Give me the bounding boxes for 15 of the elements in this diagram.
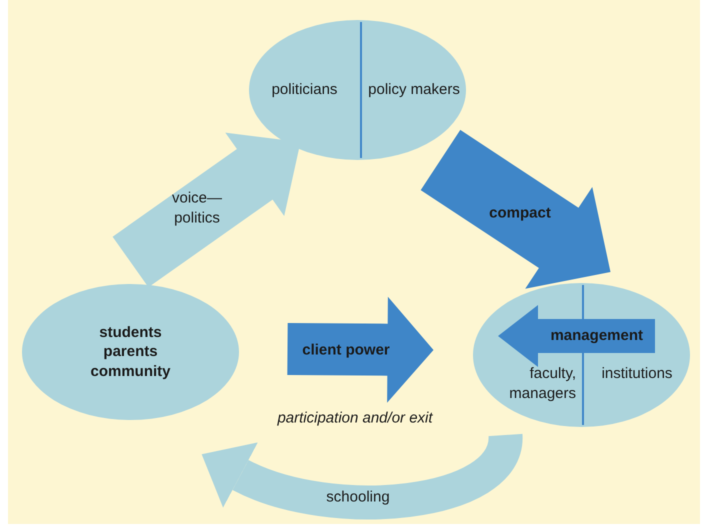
node-label: policy makers xyxy=(368,80,460,100)
edge-label: voice—politics xyxy=(170,188,224,228)
node-label: faculty, managers xyxy=(508,364,576,403)
caption-text: participation and/or exit xyxy=(277,410,433,426)
block-arrow xyxy=(420,130,610,289)
edge-label: schooling xyxy=(326,487,390,507)
node-label: politicians xyxy=(272,80,338,100)
curved-arrow xyxy=(200,432,522,520)
block-arrow xyxy=(112,132,300,288)
node-label: institutions xyxy=(602,364,672,383)
edge-label: compact xyxy=(489,203,551,223)
node-label: students parents community xyxy=(89,322,172,382)
edge-label: client power xyxy=(302,340,390,360)
block-arrow xyxy=(287,296,434,403)
arrow-label: management xyxy=(550,326,643,346)
